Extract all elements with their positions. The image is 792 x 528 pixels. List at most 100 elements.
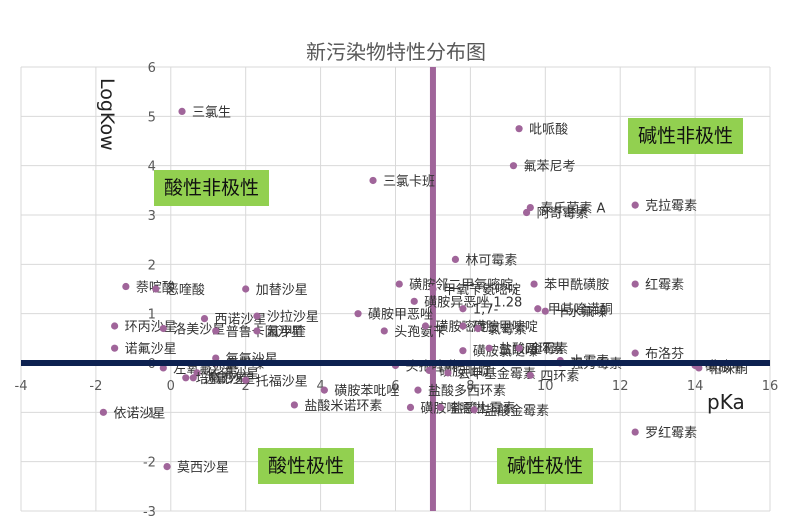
- data-point: [182, 374, 190, 382]
- data-point: [152, 285, 160, 293]
- data-point-label: 环丙沙星: [125, 320, 177, 335]
- data-point: [242, 285, 250, 293]
- data-point: [474, 324, 482, 333]
- data-point: [290, 401, 298, 409]
- data-point: [425, 366, 433, 374]
- data-point-label: 诺氟沙星: [125, 342, 177, 357]
- data-point-label: 培氟沙星: [196, 371, 248, 387]
- data-point-label: 盐酸四环素: [499, 342, 564, 357]
- x-tick-label: 12: [612, 379, 629, 394]
- data-point-label: 达氟沙星: [203, 372, 255, 387]
- data-point-label: 洛美沙星: [173, 322, 225, 337]
- x-tick-label: 16: [762, 379, 779, 394]
- data-point: [178, 107, 186, 115]
- y-tick-label: -2: [143, 456, 156, 471]
- data-point-label: 林可霉素: [465, 253, 517, 268]
- data-point: [444, 369, 452, 377]
- x-axis-label: pKa: [707, 390, 745, 414]
- x-tick-label: 2: [242, 379, 250, 394]
- data-point: [485, 344, 493, 352]
- y-tick-label: -3: [143, 505, 156, 520]
- data-point-label: 苯甲酰磺胺: [544, 278, 609, 293]
- y-tick-label: 1: [148, 308, 156, 323]
- x-tick-label: -4: [15, 379, 28, 394]
- chart-title: 新污染物特性分布图: [306, 40, 486, 64]
- y-tick-label: 5: [148, 110, 156, 125]
- data-point: [212, 327, 220, 335]
- data-point: [631, 349, 639, 357]
- quadrant-label-basic-nonpolar: 碱性非极性: [628, 118, 744, 154]
- data-point: [515, 125, 523, 133]
- data-point: [111, 344, 119, 352]
- data-point-label: 1,7-: [473, 303, 499, 318]
- data-point: [515, 344, 523, 352]
- data-point: [200, 315, 209, 323]
- data-point: [212, 354, 220, 362]
- x-tick-label: 6: [391, 379, 399, 394]
- x-tick-label: 4: [316, 379, 324, 394]
- data-point: [410, 297, 418, 305]
- data-point: [414, 386, 422, 394]
- grid-lines: [20, 66, 771, 512]
- data-point: [631, 280, 639, 288]
- data-point-label: 三氯卡班: [383, 174, 435, 189]
- data-point-label: 吡哌酸: [529, 122, 568, 138]
- data-point: [459, 322, 467, 330]
- data-point-label: 加替沙星: [256, 283, 308, 298]
- data-point-label: 阿奇霉素: [537, 206, 589, 222]
- data-point: [509, 162, 518, 170]
- y-tick-label: 3: [148, 209, 156, 224]
- data-point: [159, 324, 167, 333]
- data-point: [695, 364, 703, 372]
- data-point: [451, 255, 460, 263]
- data-point: [459, 347, 467, 355]
- y-tick-label: -1: [143, 406, 156, 421]
- data-point: [526, 371, 534, 379]
- data-point: [470, 406, 478, 414]
- x-tick-label: 10: [537, 379, 554, 394]
- data-point: [380, 327, 388, 335]
- y-tick-label: 4: [148, 160, 156, 175]
- data-point-label: 克拉霉素: [645, 199, 697, 214]
- data-point: [541, 307, 549, 315]
- data-point-label: 氟苯尼考: [523, 160, 575, 175]
- data-point-label: 托福沙星: [256, 374, 308, 389]
- data-point: [534, 305, 542, 313]
- y-tick-label: 2: [148, 258, 156, 273]
- x-tick-label: -2: [89, 379, 102, 394]
- data-point: [354, 310, 362, 318]
- data-point: [99, 408, 107, 416]
- data-point-label: 磺胺异恶唑,1.28: [424, 294, 522, 310]
- data-point-label: 氯霉素: [488, 322, 527, 337]
- data-point-label: 去甲基金霉素: [458, 366, 536, 382]
- data-point-label: 盐酸土霉素: [450, 401, 515, 416]
- data-point: [122, 282, 130, 291]
- data-point-label: 金霉素: [529, 341, 568, 357]
- x-tick-label: 8: [466, 379, 474, 394]
- data-point: [242, 376, 250, 384]
- data-point: [436, 403, 445, 411]
- data-point-label: 磺胺吡啶: [439, 364, 491, 379]
- quadrant-label-acidic-polar: 酸性极性: [258, 448, 355, 484]
- data-point: [193, 369, 201, 377]
- data-point: [253, 327, 261, 335]
- data-point: [189, 374, 197, 382]
- data-point-label: 磺胺喹噁啉: [420, 401, 485, 416]
- data-point: [395, 280, 403, 288]
- data-point: [526, 204, 534, 212]
- data-point-label: 头孢氨苄: [394, 325, 446, 340]
- data-point-label: 四环素: [540, 369, 579, 384]
- data-point-label: 盐酸金霉素: [484, 403, 549, 419]
- data-point-label: 泰乐菌素 A: [540, 202, 605, 217]
- data-point-label: 磺胺甲恶唑: [368, 307, 433, 323]
- data-point: [530, 280, 538, 288]
- data-point: [631, 428, 639, 436]
- data-point-label: 沙拉沙星: [267, 310, 319, 325]
- data-point-label: 恶喹酸: [166, 283, 205, 298]
- data-point: [421, 322, 430, 330]
- data-point: [459, 305, 467, 313]
- data-point-label: 盐酸米诺环素: [304, 399, 382, 414]
- data-point: [429, 285, 437, 293]
